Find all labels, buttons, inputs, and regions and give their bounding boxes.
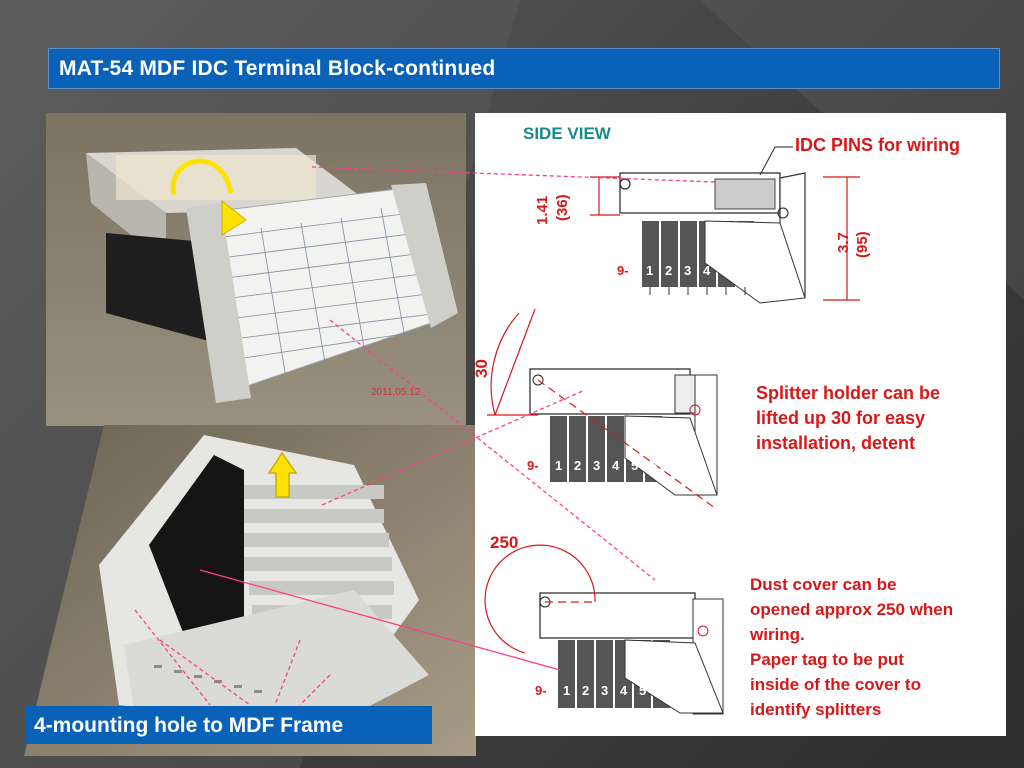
top-block-drawing: [619, 172, 806, 304]
side-view-label: SIDE VIEW: [523, 124, 612, 143]
port-number: 1: [563, 683, 570, 698]
port-labels-bottom: 9- 1 2 3 4 5 6: [535, 683, 665, 698]
port-number: 2: [665, 263, 672, 278]
bottom-block-drawing: [539, 592, 724, 715]
port-labels-top: 9- 1 2 3 4 5 6: [617, 263, 748, 278]
caption-box: 4-mounting hole to MDF Frame: [26, 706, 432, 744]
note-line: installation, detent: [756, 433, 915, 453]
side-view-diagram: SIDE VIEW IDC PINS for wiring 1.41 (36) …: [475, 113, 1006, 736]
port-number: 4: [612, 458, 620, 473]
slide-title: MAT-54 MDF IDC Terminal Block-continued: [59, 57, 496, 80]
port-prefix: 9-: [527, 458, 539, 473]
note-line: Splitter holder can be: [756, 383, 940, 403]
dust-cover-note: Dust cover can be opened approx 250 when…: [749, 575, 953, 719]
angle-30-label: 30: [475, 359, 491, 378]
port-labels-middle: 9- 1 2 3 4 5 6: [527, 458, 657, 473]
note-line: Paper tag to be put: [750, 650, 904, 669]
dim-total-in: 3.7: [835, 232, 852, 253]
port-number: 2: [582, 683, 589, 698]
note-line: wiring.: [749, 625, 805, 644]
port-number: 5: [631, 458, 638, 473]
port-number: 6: [658, 683, 665, 698]
note-line: identify splitters: [750, 700, 881, 719]
dim-total-mm: (95): [854, 231, 871, 258]
angle-250-label: 250: [490, 533, 518, 552]
note-line: Dust cover can be: [750, 575, 896, 594]
middle-block-drawing: [529, 368, 718, 496]
port-number: 3: [593, 458, 600, 473]
splitter-holder-note: Splitter holder can be lifted up 30 for …: [756, 383, 940, 453]
dim-height-in: 1.41: [534, 196, 551, 225]
mounting-hole-caption: 4-mounting hole to MDF Frame: [34, 714, 344, 737]
port-number: 5: [722, 263, 729, 278]
port-prefix: 9-: [535, 683, 547, 698]
title-bar: MAT-54 MDF IDC Terminal Block-continued: [48, 48, 1000, 89]
port-number: 3: [684, 263, 691, 278]
terminal-block-photo-top: 2011.05.12: [46, 113, 466, 426]
port-number: 4: [703, 263, 711, 278]
port-prefix: 9-: [617, 263, 629, 278]
photo-timestamp: 2011.05.12: [371, 387, 421, 398]
port-number: 4: [620, 683, 628, 698]
note-line: lifted up 30 for easy: [756, 408, 925, 428]
port-number: 1: [555, 458, 562, 473]
port-number: 2: [574, 458, 581, 473]
note-line: inside of the cover to: [750, 675, 921, 694]
idc-pins-label: IDC PINS for wiring: [795, 135, 960, 155]
dim-height-mm: (36): [554, 194, 571, 221]
port-number: 5: [639, 683, 646, 698]
note-line: opened approx 250 when: [750, 600, 953, 619]
port-number: 6: [650, 458, 657, 473]
port-number: 6: [741, 263, 748, 278]
port-number: 1: [646, 263, 653, 278]
port-number: 3: [601, 683, 608, 698]
